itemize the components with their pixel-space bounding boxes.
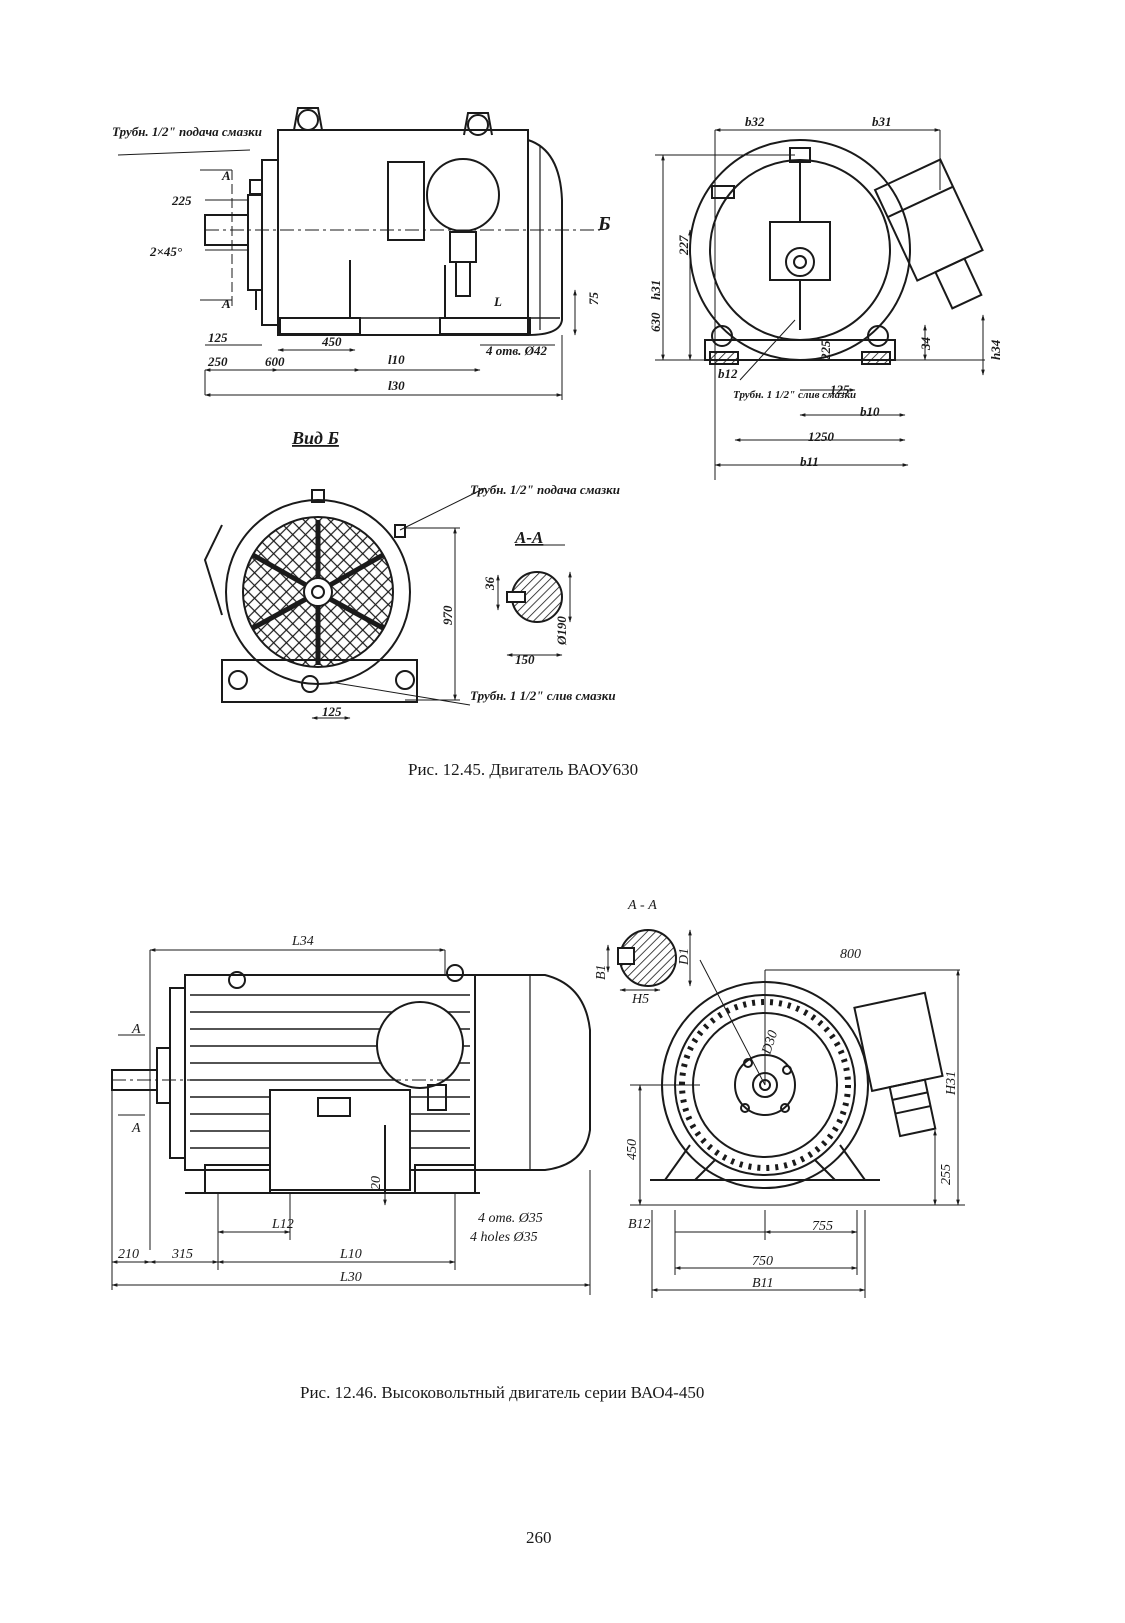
dim-b32: b32	[745, 114, 765, 129]
dim-315: 315	[171, 1247, 193, 1262]
dim-l-mark: L	[493, 294, 502, 309]
figure-caption-12-46: Рис. 12.46. Высоковольтный двигатель сер…	[300, 1383, 705, 1402]
dim-b11: b11	[800, 454, 819, 469]
dim-L12: L12	[271, 1217, 294, 1232]
section-title-aa-2: А - А	[627, 898, 657, 913]
dim-L34: L34	[291, 934, 314, 949]
dim-75: 75	[586, 292, 601, 306]
dim-255: 255	[939, 1164, 954, 1185]
dim-190: Ø190	[554, 616, 569, 646]
section-mark-a-upper-2: А	[131, 1022, 141, 1037]
fig2-end-view	[630, 959, 965, 1298]
dim-970: 970	[440, 605, 455, 625]
dim-225-small: 225	[818, 340, 833, 361]
dim-holes: 4 отв. Ø42	[485, 343, 548, 358]
view-b-title: Вид Б	[291, 428, 339, 448]
dim-B12: B12	[628, 1217, 651, 1232]
section-title-aa-1: А-А	[514, 528, 543, 547]
fig1-section-aa	[496, 544, 572, 657]
dim-b12: b12	[718, 366, 738, 381]
fig2-section-aa	[606, 929, 692, 992]
dim-450-b: 450	[625, 1139, 640, 1160]
dim-chamfer: 2×45°	[149, 244, 183, 259]
section-mark-a-lower-2: А	[131, 1121, 141, 1136]
dim-36: 36	[482, 577, 497, 592]
dim-125-mid: 125	[830, 382, 850, 397]
dim-D1: D1	[677, 948, 692, 966]
pipe-label-view: Трубн. 1/2" подача смазки	[470, 482, 620, 497]
dim-20: 20	[369, 1176, 384, 1190]
pipe-label-top: Трубн. 1/2" подача смазки	[112, 124, 262, 139]
page-number: 260	[526, 1528, 552, 1547]
dim-227: 227	[676, 235, 691, 256]
fig2-labels: L34 А А L12 210 315 L10 L30 20 4 отв. Ø3…	[118, 898, 959, 1291]
dim-L10: L10	[339, 1247, 362, 1262]
dim-h31: h31	[648, 280, 663, 300]
pipe-label-right: Трубн. 1 1/2" слив смазки	[733, 389, 856, 401]
dim-34: 34	[918, 337, 933, 352]
fig1-side-view	[117, 107, 600, 400]
dim-125-left: 125	[208, 330, 228, 345]
dim-H5: H5	[631, 992, 649, 1007]
dim-600: 600	[265, 354, 285, 369]
pipe-label-drain: Трубн. 1 1/2" слив смазки	[470, 688, 616, 703]
dim-1250: 1250	[808, 429, 835, 444]
dim-750: 750	[752, 1254, 773, 1269]
fig2-side-view	[111, 948, 591, 1295]
fig1-end-view	[655, 128, 985, 480]
dim-755: 755	[812, 1219, 833, 1234]
dim-630: 630	[648, 312, 663, 332]
holes-en-label: 4 holes Ø35	[470, 1230, 538, 1245]
dim-150: 150	[515, 652, 535, 667]
fig1-view-b	[203, 487, 486, 720]
fig1-labels: Трубн. 1/2" подача смазки А А 225 2×45° …	[112, 114, 1003, 719]
dim-250: 250	[207, 354, 228, 369]
dim-h34: h34	[988, 339, 1003, 360]
dim-L30: L30	[339, 1270, 362, 1285]
dim-H31: H31	[944, 1071, 959, 1096]
dim-b10: b10	[860, 404, 880, 419]
dim-l10: l10	[388, 352, 405, 367]
dim-B11: B11	[752, 1276, 774, 1291]
dim-b31: b31	[872, 114, 892, 129]
dim-l30: l30	[388, 378, 405, 393]
figure-caption-12-45: Рис. 12.45. Двигатель ВАОУ630	[408, 760, 639, 779]
view-mark-b: Б	[597, 213, 611, 235]
dim-D30: D30	[759, 1029, 781, 1058]
dim-225: 225	[171, 193, 192, 208]
dim-450: 450	[321, 334, 342, 349]
section-mark-a-lower: А	[221, 296, 231, 311]
section-mark-a-upper: А	[221, 168, 231, 183]
holes-ru-label: 4 отв. Ø35	[478, 1211, 543, 1226]
dim-210: 210	[118, 1247, 139, 1262]
dim-125-view: 125	[322, 704, 342, 719]
dim-B1: B1	[594, 964, 609, 980]
dim-800: 800	[840, 947, 861, 962]
